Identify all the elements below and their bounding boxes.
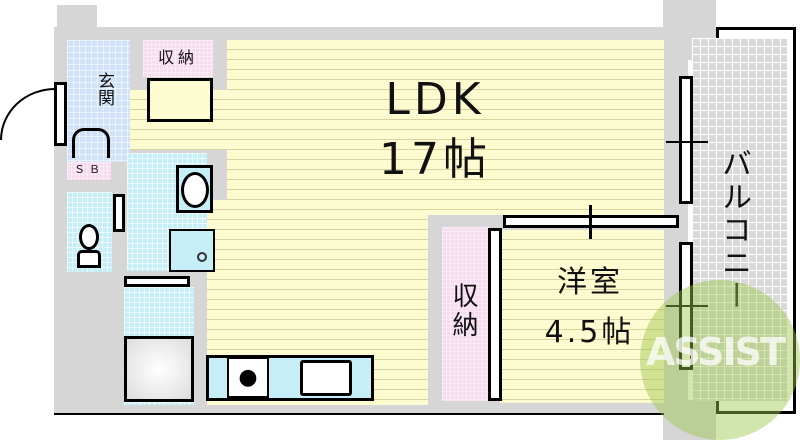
track-tick	[589, 205, 592, 239]
toilet	[77, 224, 101, 270]
window-tick-upper	[666, 141, 708, 143]
entrance-label: 玄関	[94, 72, 114, 106]
shoe-box-doors[interactable]	[72, 128, 110, 158]
washing-machine-pan	[176, 165, 213, 213]
ldk-size: 17帖	[379, 134, 491, 185]
bathtub	[124, 336, 194, 402]
window-tick-lower	[666, 305, 708, 307]
shoe-box-label: ＳＢ	[74, 163, 104, 176]
ldk-label: LDK	[385, 74, 485, 125]
toilet-door[interactable]	[113, 194, 125, 232]
outer-wall-line	[54, 413, 664, 415]
watermark-logo	[640, 280, 800, 440]
washbasin	[169, 229, 215, 272]
front-door-frame	[54, 82, 67, 146]
pillar-bottom-right	[663, 400, 716, 440]
kitchen-sink	[300, 360, 352, 396]
storage-top	[143, 40, 213, 77]
washroom-door[interactable]	[124, 276, 190, 287]
western-room-label: 洋室	[557, 265, 623, 300]
entrance-floor	[67, 40, 130, 162]
shoe-box	[67, 162, 111, 180]
western-room-size: 4.5帖	[544, 315, 635, 350]
balcony-label: バルコニー	[716, 148, 751, 313]
balcony-floor	[692, 38, 787, 401]
front-door[interactable]	[0, 88, 55, 140]
watermark-text: ASSIST	[646, 330, 786, 374]
ldk-floor	[227, 40, 664, 215]
stove: ●	[227, 357, 269, 398]
storage-side-door[interactable]	[488, 228, 502, 401]
balcony-window-upper[interactable]	[679, 76, 693, 204]
pillar-top-left	[57, 5, 97, 45]
storage-top-label: 収納	[157, 48, 198, 67]
storage-side	[442, 227, 489, 401]
storage-side-label: 収納	[448, 282, 478, 340]
western-room-floor	[500, 230, 664, 403]
storage-top-doors[interactable]	[147, 78, 213, 122]
